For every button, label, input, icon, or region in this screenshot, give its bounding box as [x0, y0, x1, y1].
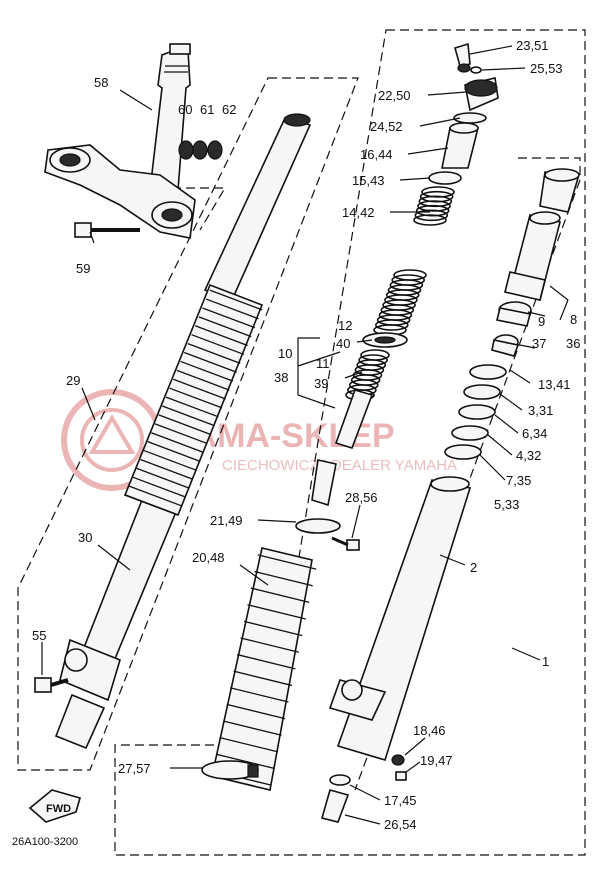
- callout-59: 59: [76, 261, 90, 276]
- callout-3-31: 3,31: [528, 403, 553, 418]
- dust-seal-5: [444, 444, 482, 460]
- under-bracket: [44, 144, 196, 239]
- callout-26-54: 26,54: [384, 817, 417, 832]
- seal-6: [463, 384, 501, 400]
- watermark: RAMA-SKLEP CIECHOWICZ | DEALER YAMAHA: [61, 389, 457, 491]
- seal-7: [451, 425, 489, 441]
- callout-22-50: 22,50: [378, 88, 411, 103]
- bolt-55: [34, 677, 69, 693]
- inner-fork-tube-2: [328, 476, 472, 761]
- cap-bolt-23: [454, 42, 471, 73]
- group-boundary-outer-tube: [17, 77, 359, 771]
- damper-rod-10: [334, 389, 374, 449]
- steering-stem: [149, 43, 191, 191]
- callout-21-49: 21,49: [210, 513, 243, 528]
- callout-13-41: 13,41: [538, 377, 571, 392]
- lower-boot-20: [211, 547, 317, 791]
- callout-19-47: 19,47: [420, 753, 453, 768]
- screw-19: [395, 771, 407, 781]
- oil-lock-piece: [311, 459, 337, 507]
- callout-27-57: 27,57: [118, 761, 151, 776]
- callout-55: 55: [32, 628, 46, 643]
- callout-36: 36: [566, 336, 580, 351]
- callout-37: 37: [532, 336, 546, 351]
- inner-tube-top: [504, 168, 580, 301]
- callout-61: 61: [200, 102, 214, 117]
- callout-58: 58: [94, 75, 108, 90]
- callouts: 23,51 25,53 22,50 24,52 16,44 15,43 14,4…: [32, 38, 580, 832]
- fwd-label: FWD: [46, 803, 71, 815]
- fwd-arrow-icon: FWD: [28, 789, 81, 823]
- seal-3: [469, 364, 507, 380]
- rebound-spring: [345, 349, 390, 401]
- clamp-21: [295, 518, 341, 534]
- callout-14-42: 14,42: [342, 205, 375, 220]
- callout-11: 11: [316, 356, 330, 371]
- callout-20-48: 20,48: [192, 550, 225, 565]
- washer-15: [428, 171, 462, 185]
- leader-lines: [41, 45, 569, 825]
- callout-38: 38: [274, 370, 288, 385]
- callout-60: 60: [178, 102, 192, 117]
- callout-9: 9: [538, 314, 545, 329]
- screw-28: [331, 536, 360, 551]
- slide-metal-9: [496, 301, 532, 327]
- callout-29: 29: [66, 373, 80, 388]
- cap-22: [464, 77, 499, 112]
- callout-15-43: 15,43: [352, 173, 385, 188]
- piston-ring-12: [362, 332, 408, 348]
- part-code: 26A100-3200: [12, 836, 78, 848]
- callout-7-35: 7,35: [506, 473, 531, 488]
- outer-fork-tube: [54, 113, 312, 750]
- callout-30: 30: [78, 530, 92, 545]
- callout-23-51: 23,51: [516, 38, 549, 53]
- callout-8: 8: [570, 312, 577, 327]
- callout-25-53: 25,53: [530, 61, 563, 76]
- callout-39: 39: [314, 376, 328, 391]
- spacer-16: [441, 122, 480, 169]
- group-boundary-bracket: [158, 187, 227, 231]
- callout-28-56: 28,56: [345, 490, 378, 505]
- gasket-17: [329, 774, 351, 786]
- seal-4: [458, 404, 496, 420]
- drain-bolt-18: [391, 754, 405, 766]
- o-ring-25: [470, 66, 482, 74]
- callout-12: 12: [338, 318, 352, 333]
- callout-40: 40: [336, 336, 350, 351]
- callout-2: 2: [470, 560, 477, 575]
- callout-1: 1: [542, 654, 549, 669]
- fork-boot-29: [123, 283, 264, 517]
- callout-17-45: 17,45: [384, 793, 417, 808]
- callout-16-44: 16,44: [360, 147, 393, 162]
- washers-60-62: [178, 140, 223, 160]
- callout-62: 62: [222, 102, 236, 117]
- callout-6-34: 6,34: [522, 426, 547, 441]
- callout-10: 10: [278, 346, 292, 361]
- pinch-bolt-59: [74, 222, 140, 238]
- callout-5-33: 5,33: [494, 497, 519, 512]
- fork-spring-14: [373, 186, 455, 336]
- watermark-subtitle: CIECHOWICZ | DEALER YAMAHA: [222, 457, 457, 474]
- callout-4-32: 4,32: [516, 448, 541, 463]
- callout-24-52: 24,52: [370, 119, 403, 134]
- bolt-26: [321, 789, 350, 823]
- clamp-27: [201, 760, 259, 780]
- bushing-13: [491, 334, 520, 357]
- callout-18-46: 18,46: [413, 723, 446, 738]
